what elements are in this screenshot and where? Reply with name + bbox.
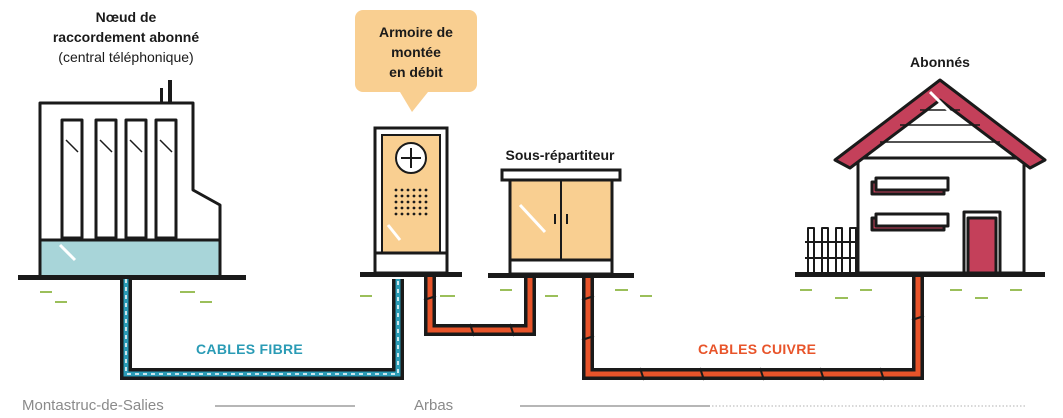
copper-cable-label: CABLES CUIVRE [698,341,817,357]
copper-cable-long [581,277,925,381]
subscriber-house [795,78,1047,277]
copper-cable-short [423,277,536,337]
armoire-bubble: Armoire de montée en débit [355,10,477,92]
central-label: Nœud de raccordement abonné (central tél… [0,7,252,67]
sous-repartiteur-label: Sous-répartiteur [505,147,615,163]
abonnes-label: Abonnés [910,54,970,70]
plus-circle-icon [395,142,427,174]
armoire-label-1: Armoire de [379,24,453,40]
place-left: Montastruc-de-Salies [22,397,164,414]
fibre-cable [120,279,404,380]
place-middle: Arbas [414,397,454,414]
sous-repartiteur [488,168,634,278]
armoire-cabinet [360,92,462,277]
fibre-cable-label: CABLES FIBRE [196,341,304,357]
central-title: Nœud de [95,9,157,25]
central-building [18,80,246,280]
central-subtitle: (central téléphonique) [58,49,194,65]
ground-marks [40,289,1022,303]
central-title-2: raccordement abonné [52,29,200,45]
armoire-label-3: en débit [389,64,443,80]
armoire-label-2: montée [391,44,441,60]
